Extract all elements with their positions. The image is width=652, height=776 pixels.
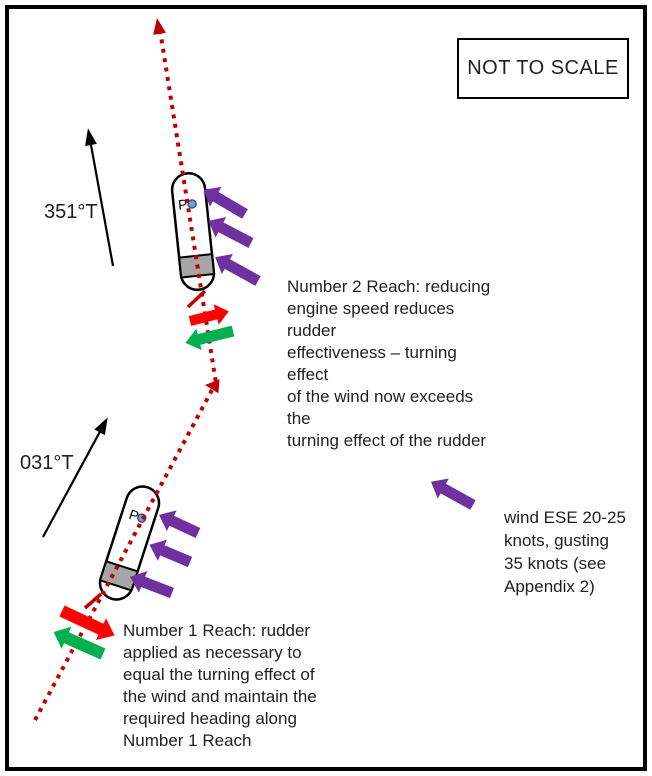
wind-arrow-icon (129, 571, 174, 599)
not-to-scale-label: NOT TO SCALE (467, 57, 619, 79)
bearing-label-031: 031°T (20, 452, 74, 474)
pivot-point-label: P (177, 196, 188, 213)
rudder-slash-ship2 (186, 289, 207, 309)
annotation-number1-reach: Number 1 Reach: rudder applied as necess… (123, 621, 317, 750)
bearing-arrow-351 (85, 128, 115, 267)
wind-legend-arrow-icon (431, 478, 476, 510)
wind-effect-arrow-icon (59, 605, 115, 641)
track-arrowhead-north-icon (153, 18, 167, 35)
pivot-point-icon (187, 199, 197, 209)
bearing-label-351: 351°T (44, 201, 98, 223)
not-to-scale-box: NOT TO SCALE (457, 38, 629, 99)
rudder-slash-ship1 (83, 592, 103, 610)
track-arrowhead-bend-icon (205, 379, 220, 394)
annotation-number2-reach: Number 2 Reach: reducing engine speed re… (287, 277, 491, 450)
wind-effect-arrow-icon (188, 304, 229, 326)
bearing-arrow-031 (42, 417, 108, 538)
wind-arrow-icon (149, 539, 193, 568)
track-line-reach2 (158, 29, 218, 384)
wind-arrow-icon (159, 510, 201, 538)
wind-arrow-icon (208, 217, 254, 248)
rudder-effect-arrow-icon (185, 325, 235, 351)
wind-arrow-icon (203, 186, 248, 219)
wind-arrow-icon (215, 253, 261, 286)
rudder-effect-arrow-icon (53, 626, 106, 660)
annotation-wind: wind ESE 20-25 knots, gusting 35 knots (… (504, 508, 626, 596)
